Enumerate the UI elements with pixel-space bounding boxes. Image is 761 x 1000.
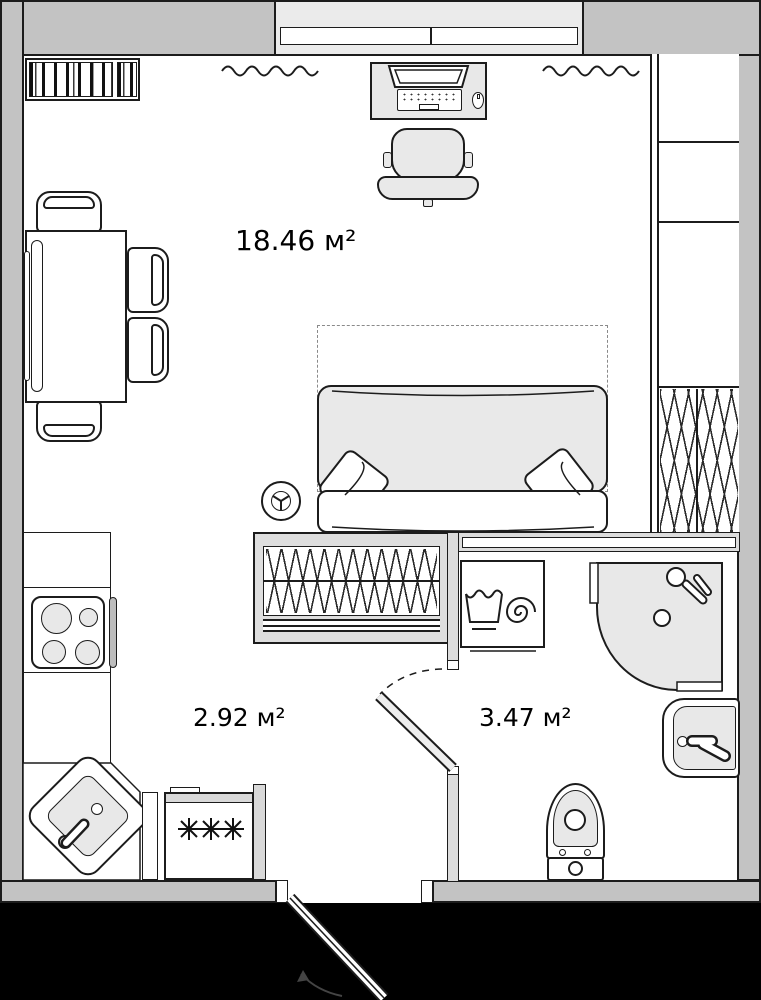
bathroom-wall-lower <box>447 774 459 882</box>
stool-icon <box>261 481 301 521</box>
desk-chair-arm-right <box>464 152 473 168</box>
bookshelf-items-b <box>117 62 137 97</box>
kitchen-sink-drain <box>91 803 103 815</box>
wall-stub-fridge <box>253 784 266 880</box>
laptop-keyboard <box>397 89 462 111</box>
wall-top-right <box>582 0 761 56</box>
entry-door-jamb-left <box>276 880 288 903</box>
desk-chair-arm-left <box>383 152 392 168</box>
wall-right <box>737 54 761 881</box>
wardrobe-hangers-icon <box>263 546 440 616</box>
kitchen-area-label: 2.92 м² <box>193 703 286 732</box>
toilet-btn-2 <box>584 849 591 856</box>
desk-chair-foot <box>423 199 433 207</box>
kitchen-counter-3 <box>23 672 111 764</box>
toilet-tank-btn <box>568 861 583 876</box>
wall-top-left <box>0 0 276 56</box>
bench-icon <box>31 240 43 392</box>
toilet-btn-1 <box>559 849 566 856</box>
closet-partition <box>650 54 659 534</box>
window-icon <box>274 0 584 56</box>
sofa-seat <box>317 490 608 533</box>
wardrobe-rail <box>263 619 440 632</box>
radiator-icon <box>542 65 640 77</box>
wall-bottom-right <box>432 880 761 903</box>
living-room-area-label: 18.46 м² <box>235 224 357 257</box>
closet-hanger-rod <box>696 389 698 532</box>
interior-door-arc <box>379 668 443 695</box>
interior-wall-channel <box>462 537 736 548</box>
closet-hangers-icon <box>660 389 738 532</box>
toilet-flush <box>564 809 586 831</box>
bath-door-jamb-top <box>447 660 459 670</box>
cabinet-panel <box>142 792 158 880</box>
kitchen-counter-1 <box>23 532 111 589</box>
fridge-tab <box>170 787 200 793</box>
bathroom-area-label: 3.47 м² <box>479 703 572 732</box>
washing-machine-icon <box>460 560 545 648</box>
desk-chair-icon <box>391 128 465 182</box>
radiator-icon <box>221 65 319 77</box>
mouse-icon <box>472 92 484 109</box>
bookshelf-items-a <box>29 62 113 97</box>
stove-handle <box>109 597 117 668</box>
bench-back <box>24 251 30 381</box>
wall-left <box>0 0 24 903</box>
stove-icon <box>31 596 105 669</box>
